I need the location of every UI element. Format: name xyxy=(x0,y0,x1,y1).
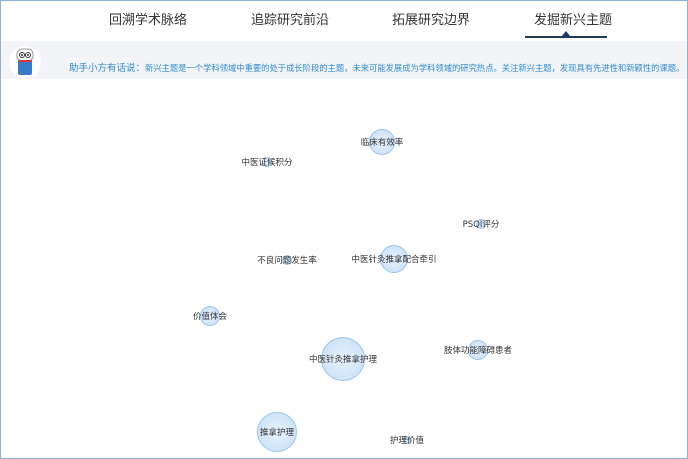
topic-label[interactable]: 肢体功能障碍患者 xyxy=(443,346,513,356)
tab-bar: 回溯学术脉络 追踪研究前沿 拓展研究边界 发掘新兴主题 xyxy=(1,1,687,41)
topic-label[interactable]: 中医针灸推拿配合牵引 xyxy=(351,255,437,265)
topic-label[interactable]: 价值体会 xyxy=(192,312,228,322)
topic-node[interactable] xyxy=(403,436,411,444)
tab-track-frontier[interactable]: 追踪研究前沿 xyxy=(251,13,330,28)
topic-label[interactable]: 中医证候积分 xyxy=(241,158,293,168)
topic-node[interactable] xyxy=(257,412,297,452)
topic-node[interactable] xyxy=(468,340,488,360)
topic-label[interactable]: 不良问题发生率 xyxy=(257,256,317,266)
topic-node[interactable] xyxy=(282,255,292,265)
topic-node[interactable] xyxy=(476,219,486,229)
topic-label[interactable]: 临床有效率 xyxy=(360,138,404,148)
topic-label[interactable]: 护理价值 xyxy=(389,436,425,446)
emerging-topics-graph[interactable]: 临床有效率中医证候积分 PSQI评分不良问题发生率 中医针灸推拿配合牵引价值体会中医… xyxy=(1,80,687,458)
tab-trace-context[interactable]: 回溯学术脉络 xyxy=(109,13,188,28)
tip-prefix: 助手小方有话说： xyxy=(69,63,146,74)
tab-emerging-topics[interactable]: 发掘新兴主题 xyxy=(534,13,613,28)
topic-label[interactable]: PSQI评分 xyxy=(462,220,500,230)
active-tab-indicator xyxy=(562,31,570,36)
mascot-icon xyxy=(9,46,41,78)
topic-label[interactable]: 推拿护理 xyxy=(259,428,295,438)
tip-text: 新兴主题是一个学科领域中重要的处于成长阶段的主题，未来可能发展成为学科领域的研究… xyxy=(145,63,685,73)
topic-node[interactable] xyxy=(200,306,220,326)
topic-node[interactable] xyxy=(369,129,395,155)
active-tab-underline xyxy=(525,36,607,38)
topic-node[interactable] xyxy=(321,337,365,381)
tab-expand-boundary[interactable]: 拓展研究边界 xyxy=(392,13,471,28)
topic-node[interactable] xyxy=(380,245,408,273)
topic-node[interactable] xyxy=(262,157,272,167)
assistant-tip-bar: 助手小方有话说：新兴主题是一个学科领域中重要的处于成长阶段的主题，未来可能发展成… xyxy=(1,41,687,79)
topic-label[interactable]: 中医针灸推拿护理 xyxy=(308,355,378,365)
